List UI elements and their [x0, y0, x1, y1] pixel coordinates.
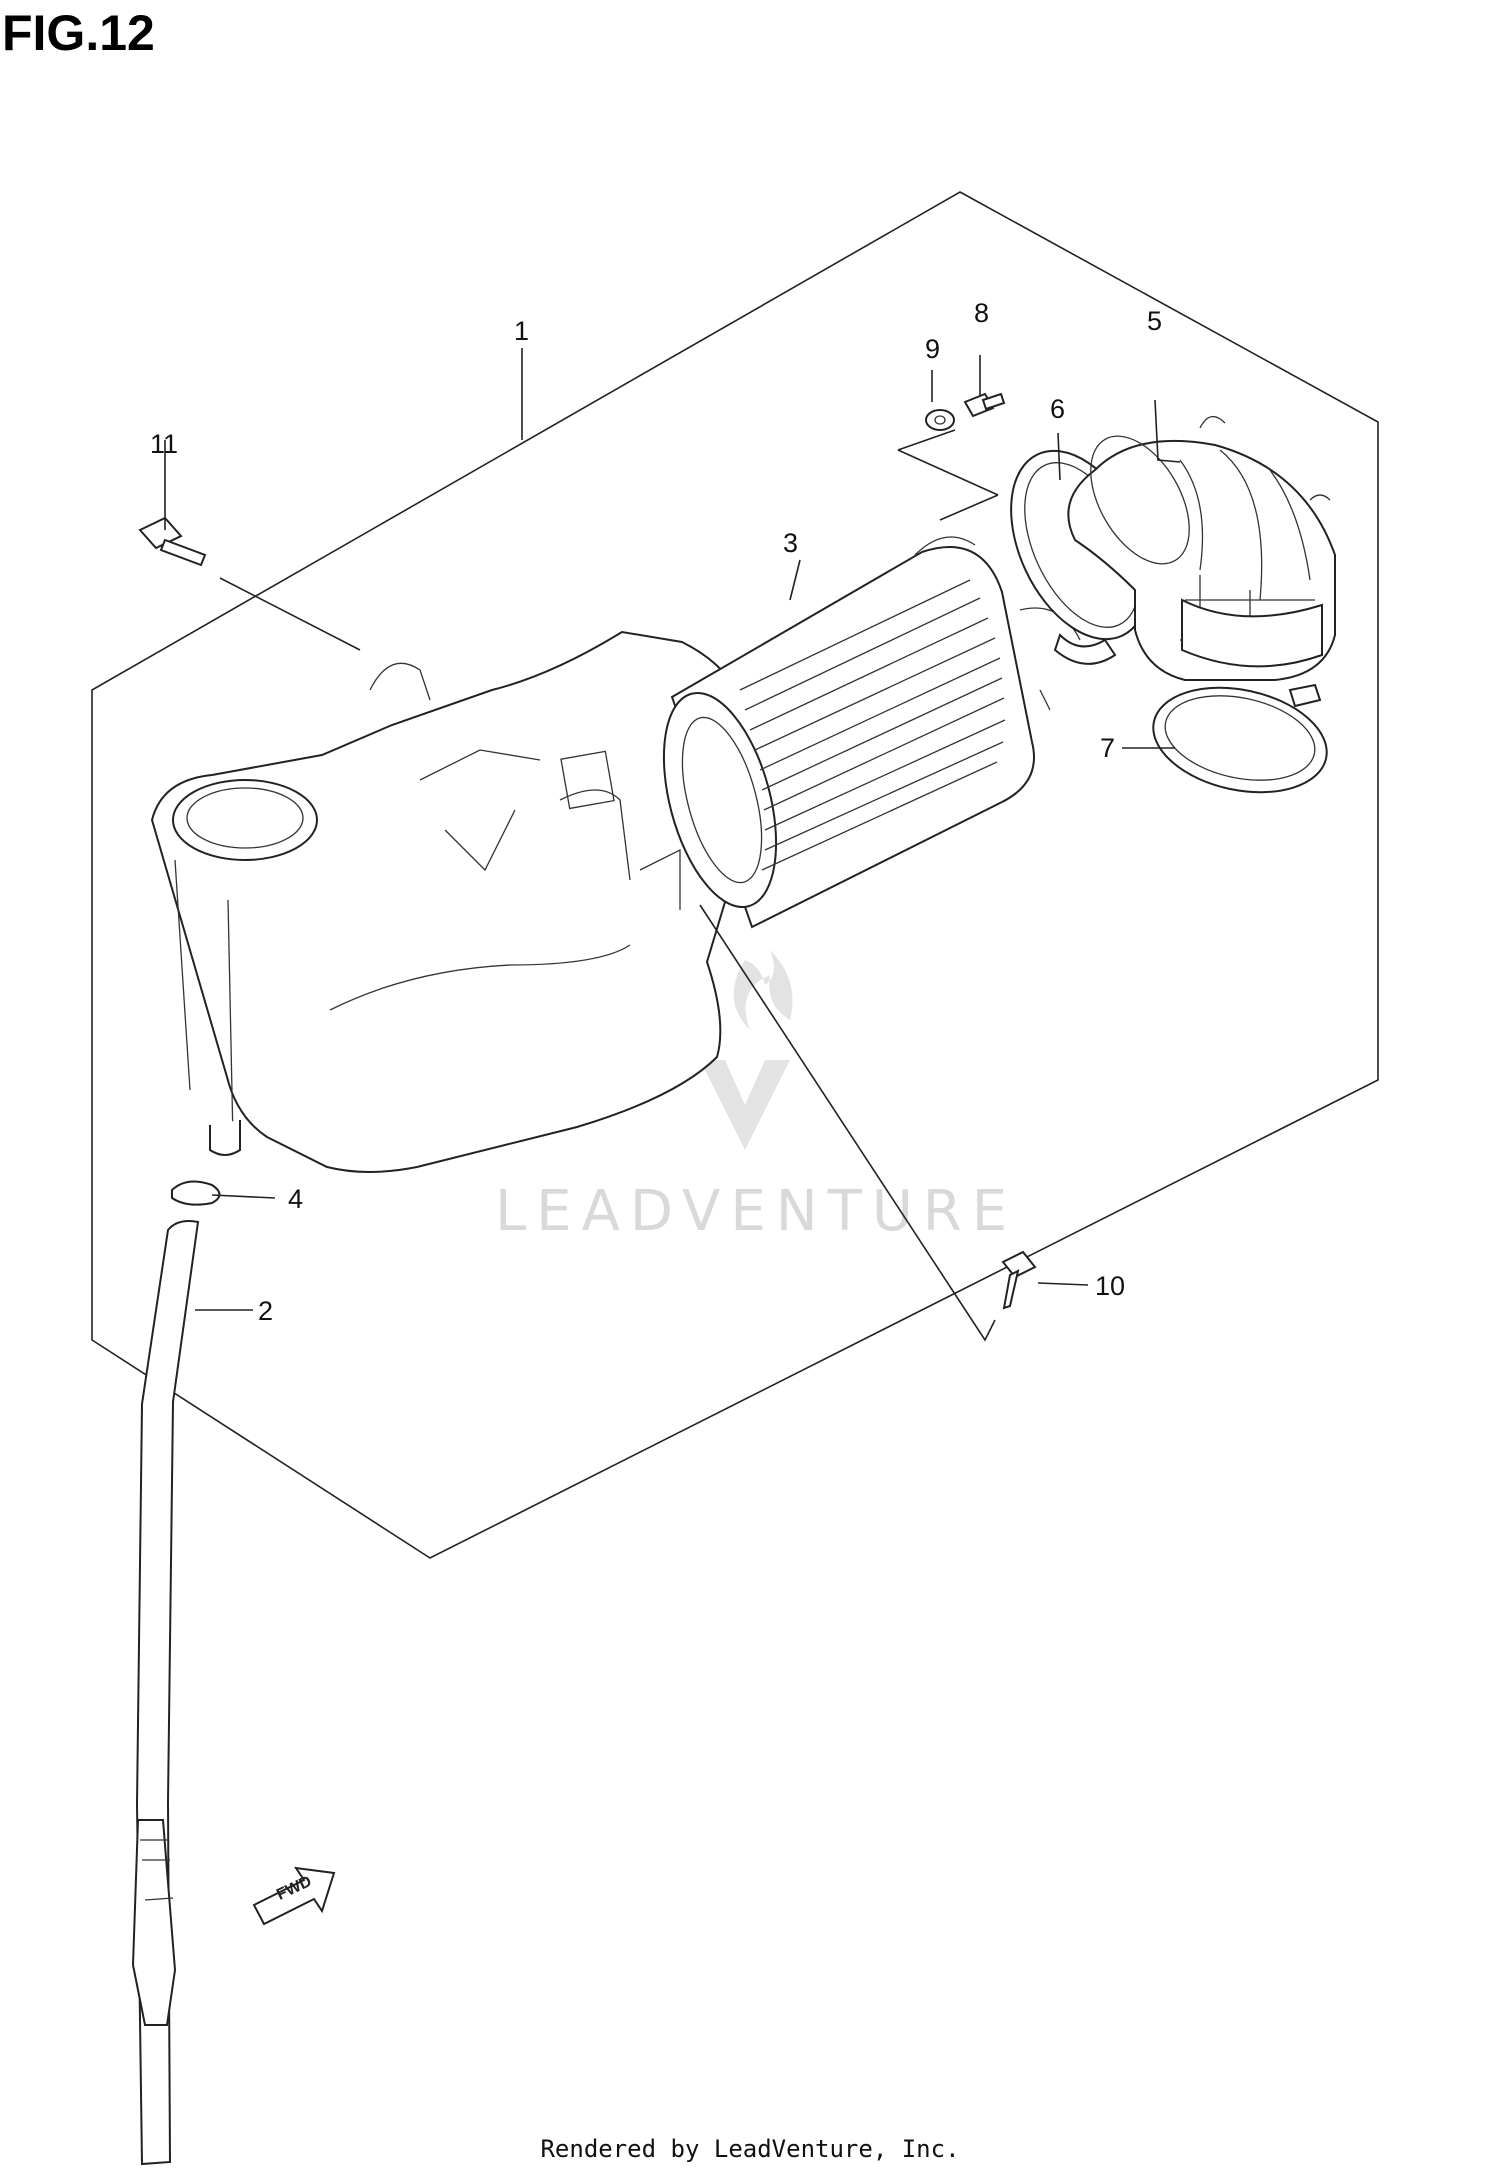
intake-duct [1067, 416, 1336, 681]
fwd-arrow: FWD [252, 1866, 336, 1926]
callout-1: 1 [514, 316, 529, 346]
air-cleaner-case [150, 630, 759, 1173]
callout-4: 4 [288, 1184, 303, 1214]
assembly-boundary [91, 191, 1379, 1559]
callout-9: 9 [925, 334, 940, 364]
callout-7: 7 [1100, 733, 1115, 763]
leader-lines [164, 348, 1181, 1342]
callout-2: 2 [258, 1296, 273, 1326]
callout-3: 3 [783, 528, 798, 558]
footer-credit: Rendered by LeadVenture, Inc. [540, 2135, 960, 2163]
washer-9 [925, 409, 955, 431]
callout-8: 8 [974, 298, 989, 328]
callout-11: 11 [150, 429, 178, 459]
callout-10: 10 [1095, 1271, 1125, 1301]
callout-6: 6 [1050, 394, 1065, 424]
callout-5: 5 [1147, 306, 1162, 336]
bolt-11 [138, 516, 207, 567]
watermark: LEADVENTURE [495, 950, 1017, 1244]
callouts: 1 2 3 4 5 6 7 8 9 10 11 [150, 298, 1162, 1326]
figure-title: FIG.12 [2, 5, 155, 61]
drain-hose [131, 1220, 200, 2166]
watermark-text: LEADVENTURE [495, 1179, 1017, 1244]
bolt-8 [963, 392, 1006, 418]
filter-element [662, 536, 1081, 929]
clip-4 [171, 1180, 221, 1206]
bolt-10 [1001, 1250, 1037, 1310]
clamp-7 [1152, 683, 1328, 794]
